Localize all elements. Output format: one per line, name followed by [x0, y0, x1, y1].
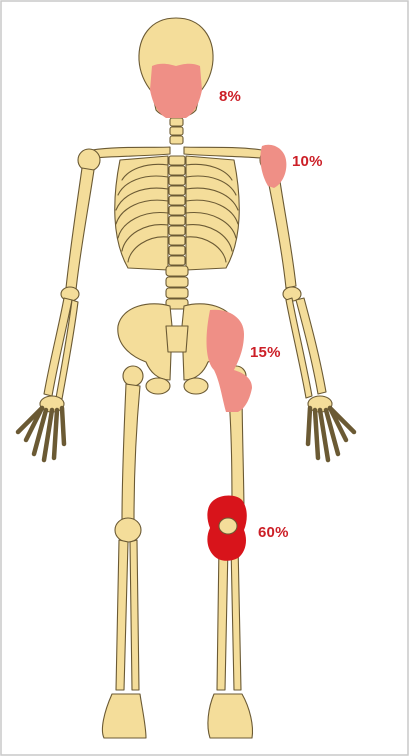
affected-area-shoulder — [260, 145, 286, 188]
kneecap — [219, 518, 237, 534]
leg-left — [102, 366, 146, 738]
affected-area-jaw — [150, 64, 202, 118]
shoulder-percentage-label: 10% — [292, 153, 323, 170]
arm-left — [18, 149, 100, 460]
hip-percentage-label: 15% — [250, 344, 281, 361]
spine — [166, 156, 188, 309]
cervical-spine — [170, 118, 183, 144]
knee-percentage-label: 60% — [258, 524, 289, 541]
arm-right — [260, 149, 354, 460]
jaw-percentage-label: 8% — [219, 88, 241, 105]
affected-area-hip — [207, 310, 252, 412]
